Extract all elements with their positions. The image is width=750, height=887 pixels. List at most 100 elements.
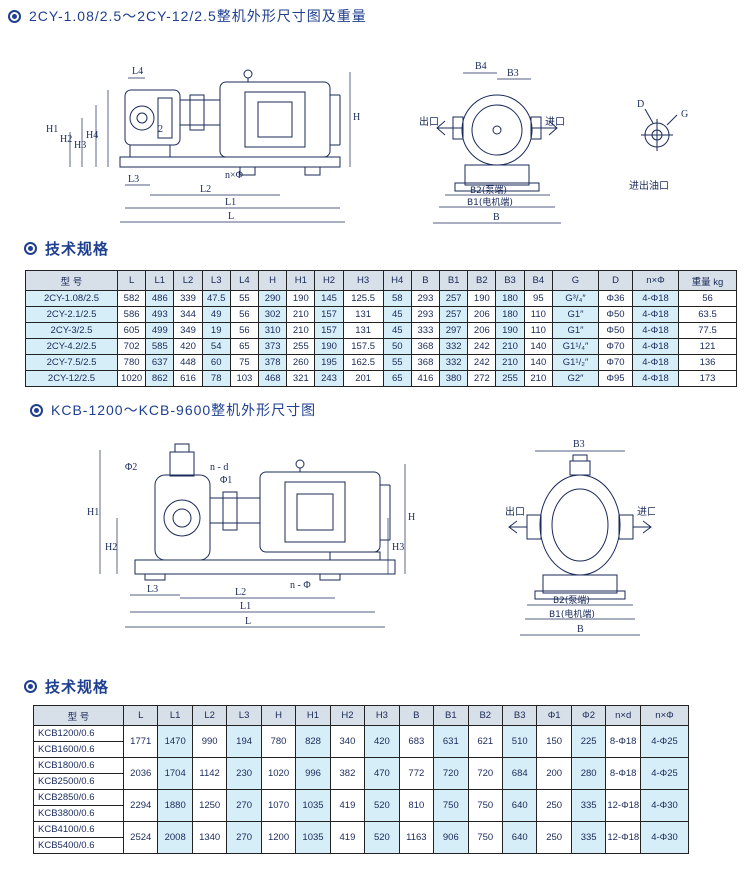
value-cell: 75 <box>229 354 260 371</box>
value-cell: 4-Φ18 <box>632 338 679 355</box>
value-cell: 1704 <box>157 757 193 790</box>
value-cell: 416 <box>410 370 441 387</box>
value-cell: 150 <box>536 725 572 758</box>
value-cell: 12-Φ18 <box>605 821 641 854</box>
model-cell: KCB2850/0.6 <box>33 789 124 806</box>
value-cell: 180 <box>495 290 525 307</box>
value-cell: 162.5 <box>342 354 384 371</box>
model-cell: 2CY-3/2.5 <box>25 322 118 339</box>
model-cell: 2CY-2.1/2.5 <box>25 306 118 323</box>
value-cell: 210 <box>495 338 525 355</box>
value-cell: 47.5 <box>201 290 231 307</box>
spec2-col-header: L3 <box>226 705 262 726</box>
side-label-h2: H2 <box>60 134 72 145</box>
spec2-col-header: n×d <box>605 705 641 726</box>
model-cell: 2CY-1.08/2.5 <box>25 290 118 307</box>
value-cell: 605 <box>116 322 147 339</box>
value-cell: 332 <box>439 338 469 355</box>
value-cell: 1340 <box>191 821 228 854</box>
spec2-col-header: H3 <box>364 705 400 726</box>
model-cell: KCB4100/0.6 <box>33 821 124 838</box>
value-cell: 520 <box>364 821 400 854</box>
value-cell: 60 <box>201 354 231 371</box>
side-label-h3: H3 <box>74 140 86 151</box>
value-cell: 302 <box>258 306 288 323</box>
value-cell: 8-Φ18 <box>605 757 641 790</box>
spec1-col-header: B <box>410 270 441 291</box>
section1-title-text: 2CY-1.08/2.5～2CY-12/2.5整机外形尺寸图及重量 <box>29 8 367 24</box>
section-bullet-icon <box>24 680 37 693</box>
side-label-l1: L1 <box>225 197 236 208</box>
value-cell: 110 <box>523 322 554 339</box>
kcb-front-label-b3: B3 <box>573 439 585 450</box>
value-cell: 637 <box>145 354 175 371</box>
value-cell: G1¹/₂″ <box>552 354 599 371</box>
spec2-col-header: Φ1 <box>536 705 572 726</box>
value-cell: Φ36 <box>598 290 633 307</box>
2cy-front-view-drawing: B4 B3 出口 进口 B2(泵端) B1(电机端) B <box>415 55 580 235</box>
spec1-col-header: B4 <box>523 270 554 291</box>
spec1-title-text: 技术规格 <box>45 241 110 258</box>
section1-title: 2CY-1.08/2.5～2CY-12/2.5整机外形尺寸图及重量 <box>8 6 367 26</box>
value-cell: 50 <box>382 338 412 355</box>
spec2-title: 技术规格 <box>24 676 109 697</box>
value-cell: 206 <box>467 306 497 323</box>
value-cell: 772 <box>398 757 435 790</box>
value-cell: 640 <box>501 821 538 854</box>
value-cell: 180 <box>495 306 525 323</box>
side-label-h: H <box>353 112 360 123</box>
value-cell: 8-Φ18 <box>605 725 641 758</box>
spec1-col-header: L <box>116 270 147 291</box>
value-cell: 684 <box>501 757 538 790</box>
kcb-label-l3: L3 <box>147 584 158 595</box>
value-cell: 56 <box>229 306 260 323</box>
value-cell: 616 <box>173 370 203 387</box>
spec1-col-header: H4 <box>382 270 412 291</box>
value-cell: 373 <box>258 338 288 355</box>
spec2-col-header: L2 <box>191 705 228 726</box>
kcb-front-label-b: B <box>577 624 584 635</box>
kcb-label-h2: H2 <box>105 542 117 553</box>
value-cell: 125.5 <box>342 290 384 307</box>
value-cell: 65 <box>229 338 260 355</box>
value-cell: 145 <box>314 290 344 307</box>
value-cell: 2036 <box>122 757 159 790</box>
side-label-h1: H1 <box>46 124 58 135</box>
value-cell: 1035 <box>295 789 331 822</box>
value-cell: 4-Φ25 <box>640 725 689 758</box>
spec1-col-header: n×Φ <box>632 270 679 291</box>
value-cell: 586 <box>116 306 147 323</box>
value-cell: 520 <box>364 789 400 822</box>
section2-title-text: KCB-1200～KCB-9600整机外形尺寸图 <box>51 402 317 418</box>
value-cell: 131 <box>342 306 384 323</box>
side-label-h4: H4 <box>86 130 98 141</box>
value-cell: 448 <box>173 354 203 371</box>
value-cell: 810 <box>398 789 435 822</box>
value-cell: 1771 <box>122 725 159 758</box>
side-label-2: 2 <box>158 124 163 135</box>
value-cell: 131 <box>342 322 384 339</box>
value-cell: 1035 <box>295 821 331 854</box>
value-cell: 255 <box>495 370 525 387</box>
value-cell: 257 <box>439 290 469 307</box>
value-cell: 1020 <box>260 757 297 790</box>
value-cell: 140 <box>523 354 554 371</box>
value-cell: 631 <box>433 725 469 758</box>
value-cell: 293 <box>410 290 441 307</box>
spec1-col-header: L4 <box>229 270 260 291</box>
model-cell: KCB2500/0.6 <box>33 773 124 790</box>
value-cell: 720 <box>433 757 469 790</box>
value-cell: 1020 <box>116 370 147 387</box>
kcb-label-h1: H1 <box>87 507 99 518</box>
value-cell: 702 <box>116 338 147 355</box>
value-cell: 297 <box>439 322 469 339</box>
value-cell: 720 <box>467 757 503 790</box>
